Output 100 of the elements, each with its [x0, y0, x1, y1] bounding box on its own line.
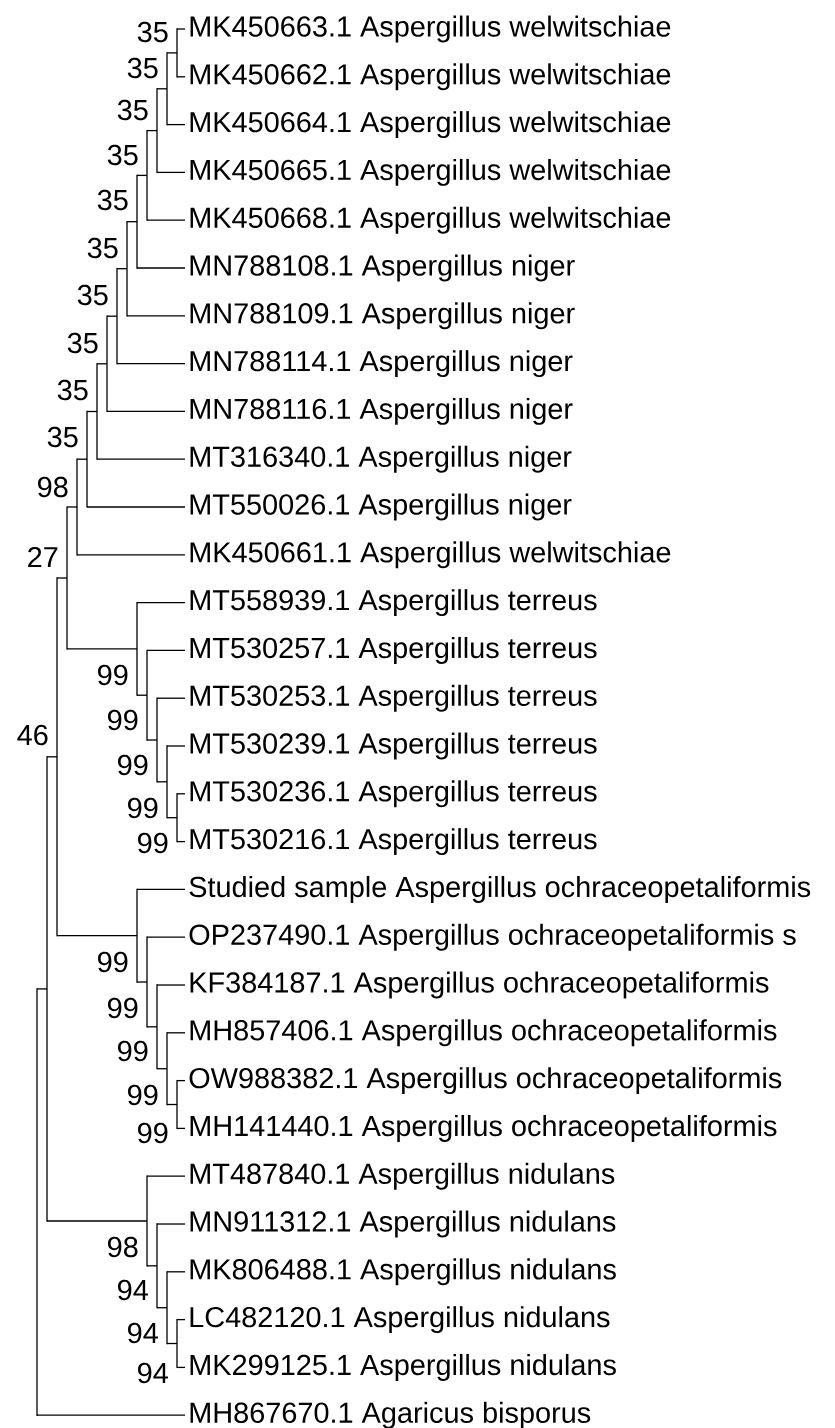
taxon-label: MK450662.1 Aspergillus welwitschiae [190, 63, 671, 91]
branch-line [176, 1366, 186, 1369]
branch-line [176, 1079, 186, 1082]
branch-line [176, 840, 186, 843]
taxon-label: MH867670.1 Agaricus bisporus [190, 1401, 591, 1428]
taxon-label: MK299125.1 Aspergillus nidulans [190, 1353, 616, 1381]
branch-line [146, 1265, 158, 1267]
taxon-label: MN788109.1 Aspergillus niger [190, 302, 575, 330]
bootstrap-value: 27 [28, 546, 58, 568]
branch-line [136, 601, 186, 604]
branch-line [136, 174, 148, 177]
branch-line [96, 363, 108, 365]
taxon-label: Studied sample Aspergillus ochraceopetaliformis [189, 875, 811, 903]
branch-line [96, 458, 186, 460]
branch-line [166, 745, 186, 747]
branch-line [176, 76, 186, 78]
bootstrap-value: 99 [98, 951, 128, 973]
taxon-label: MT530253.1 Aspergillus terreus [190, 684, 597, 712]
bootstrap-value: 35 [117, 99, 148, 121]
branch-line [136, 981, 148, 983]
branch-line [166, 1032, 186, 1034]
branch-line [146, 1026, 158, 1028]
bootstrap-value: 35 [127, 57, 158, 79]
bootstrap-value: 98 [38, 476, 68, 498]
branch-line [156, 1068, 168, 1070]
bootstrap-value: 99 [108, 997, 138, 1019]
branch-line [166, 123, 186, 126]
branch-line [86, 506, 186, 508]
bootstrap-value: 98 [108, 1236, 138, 1258]
branch-line [46, 1220, 148, 1222]
bootstrap-value: 99 [128, 797, 158, 819]
branch-line [146, 129, 158, 132]
bootstrap-value: 46 [17, 724, 48, 746]
branch-line [116, 362, 186, 365]
taxon-label: MT530236.1 Aspergillus terreus [190, 780, 597, 808]
taxon-label: MN788108.1 Aspergillus niger [190, 254, 575, 282]
branch-line [146, 739, 158, 741]
taxon-label: MT550026.1 Aspergillus niger [190, 493, 572, 521]
bootstrap-value: 99 [118, 1040, 148, 1062]
bootstrap-value: 94 [118, 1279, 148, 1301]
branch-line [136, 267, 186, 269]
bootstrap-value: 99 [138, 1122, 168, 1144]
taxon-label: MK450664.1 Aspergillus welwitschiae [190, 111, 671, 139]
bootstrap-value: 35 [137, 21, 168, 43]
bootstrap-value: 99 [128, 1084, 158, 1106]
branch-line [116, 268, 128, 270]
branch-line [86, 410, 98, 413]
branch-line [126, 315, 186, 317]
taxon-label: MT316340.1 Aspergillus niger [190, 445, 572, 473]
bootstrap-value: 94 [138, 1362, 168, 1384]
branch-line [156, 1223, 186, 1225]
taxon-label: MK450663.1 Aspergillus welwitschiae [190, 15, 671, 43]
taxon-label: MT530216.1 Aspergillus terreus [190, 828, 597, 856]
branch-line [76, 458, 88, 460]
bootstrap-value: 35 [47, 426, 78, 448]
bootstrap-value: 35 [107, 144, 138, 166]
branch-line [156, 984, 186, 986]
taxon-label: MT530239.1 Aspergillus terreus [190, 732, 597, 760]
bootstrap-value: 99 [118, 754, 148, 776]
branch-line [166, 1271, 186, 1273]
branch-line [166, 1342, 178, 1345]
branch-line [176, 1127, 186, 1130]
branch-line [166, 1103, 178, 1106]
branch-line [56, 935, 138, 937]
taxon-label: MN788114.1 Aspergillus niger [190, 350, 573, 378]
taxon-label: MT530257.1 Aspergillus terreus [190, 636, 597, 664]
taxon-label: MK450665.1 Aspergillus welwitschiae [190, 158, 671, 186]
branch-line [176, 1318, 186, 1321]
taxon-label: MN788116.1 Aspergillus niger [190, 397, 573, 425]
branch-line [46, 756, 58, 758]
branch-line [156, 88, 168, 90]
taxon-label: MN911312.1 Aspergillus nidulans [190, 1210, 616, 1238]
taxon-label: MK450661.1 Aspergillus welwitschiae [190, 541, 671, 569]
branch-line [166, 52, 178, 54]
taxon-label: MT487840.1 Aspergillus nidulans [190, 1162, 615, 1190]
bootstrap-value: 35 [97, 189, 128, 211]
branch-line [56, 577, 68, 579]
bootstrap-value: 99 [138, 832, 168, 854]
branch-line [106, 315, 118, 317]
branch-line [166, 817, 178, 819]
taxon-label: MK450668.1 Aspergillus welwitschiae [190, 206, 671, 234]
branch-line [146, 1175, 186, 1177]
taxon-label: LC482120.1 Aspergillus nidulans [190, 1306, 610, 1334]
branch-line [136, 888, 186, 891]
taxon-label: KF384187.1 Aspergillus ochraceopetaliformis [190, 971, 769, 999]
taxon-label: MH857406.1 Aspergillus ochraceopetaliformis [190, 1019, 777, 1047]
taxon-label: MH141440.1 Aspergillus ochraceopetaliformis [190, 1114, 777, 1142]
branch-line [66, 648, 138, 650]
branch-line [146, 649, 186, 652]
branch-line [176, 28, 186, 30]
taxon-label: OP237490.1 Aspergillus ochraceopetaliformis s [189, 923, 796, 951]
branch-line [126, 221, 138, 223]
branch-line [136, 694, 148, 696]
branch-line [36, 1414, 186, 1416]
taxon-label: MK806488.1 Aspergillus nidulans [190, 1258, 616, 1286]
bootstrap-value: 94 [128, 1322, 158, 1344]
bootstrap-value: 35 [57, 379, 88, 401]
bootstrap-value: 99 [108, 709, 138, 731]
branch-line [76, 554, 186, 556]
branch-line [156, 171, 186, 174]
